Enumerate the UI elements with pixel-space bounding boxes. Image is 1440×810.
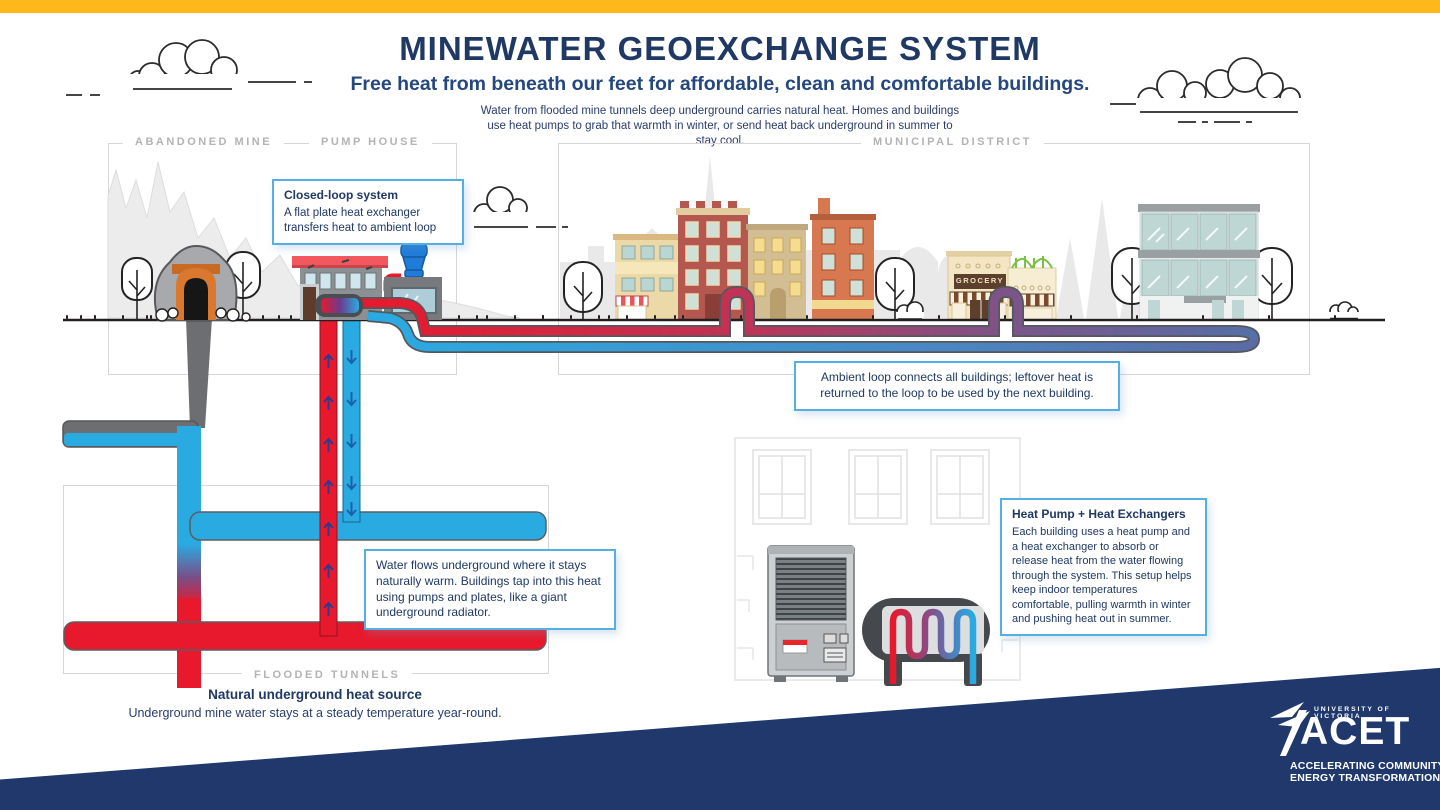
top-accent-bar [0, 0, 1440, 13]
cloud-pump-house [446, 186, 568, 228]
bush [1328, 301, 1360, 320]
heat-pump-scene [734, 437, 1021, 686]
ambient-loop [360, 285, 1260, 353]
footer-caption-title: Natural underground heat source [208, 687, 422, 702]
plate-heat-exchanger [315, 294, 363, 317]
label-pump-house: PUMP HOUSE [309, 136, 432, 148]
building-brick-red [676, 201, 750, 320]
supply-pipe [360, 287, 1259, 340]
callout-underground-water: Water flows underground where it stays n… [364, 549, 616, 631]
callout-body: A flat plate heat exchanger transfers he… [284, 207, 437, 235]
cloud-top-right [1110, 57, 1304, 123]
building-tan [746, 224, 808, 320]
door [303, 287, 316, 320]
grocery-sign-band [954, 274, 1006, 289]
greenhouse-arcs [1011, 258, 1053, 269]
logo-tagline-line1: ACCELERATING COMMUNITY [1290, 760, 1440, 772]
glass-building [1138, 204, 1260, 321]
label-municipal-district: MUNICIPAL DISTRICT [861, 136, 1044, 148]
acet-logo: UNIVERSITY OF VICTORIA ACET ACCELERATING… [1268, 698, 1440, 798]
hot-riser-pipe [319, 299, 338, 637]
label-abandoned-mine: ABANDONED MINE [123, 136, 285, 148]
building-orange [810, 198, 876, 320]
tree [563, 261, 603, 320]
callout-title: Closed-loop system [284, 188, 399, 202]
grocery-sign-text: GROCERY [955, 276, 1005, 285]
serpentine-coil [889, 608, 977, 684]
roof-garden [1015, 256, 1044, 268]
callout-body: Each building uses a heat pump and a hea… [1012, 526, 1192, 626]
blue-tunnel [189, 511, 547, 541]
callout-body: Water flows underground where it stays n… [376, 558, 601, 620]
callout-closed-loop: Closed-loop system A flat plate heat exc… [272, 179, 464, 246]
footer-caption: Natural underground heat source Undergro… [50, 687, 580, 720]
cloud-top-left [66, 39, 312, 96]
logo-tagline-line2: ENERGY TRANSFORMATION [1290, 772, 1440, 785]
callout-title: Heat Pump + Heat Exchangers [1012, 507, 1186, 521]
tree [121, 257, 153, 320]
logo-tagline: ACCELERATING COMMUNITY ENERGY TRANSFORMA… [1290, 760, 1440, 784]
header: MINEWATER GEOEXCHANGE SYSTEM Free heat f… [0, 30, 1440, 150]
well-pipes [319, 299, 361, 637]
municipal-buildings [613, 198, 1260, 321]
wall-windows [752, 449, 990, 525]
roof [292, 256, 388, 267]
callout-body: Ambient loop connects all buildings; lef… [820, 370, 1094, 400]
return-pipe [367, 311, 1259, 352]
heat-exchanger-unit [862, 598, 990, 686]
mine-entrance [153, 244, 251, 322]
page-description: Water from flooded mine tunnels deep und… [480, 105, 960, 148]
grocery-store [946, 251, 1057, 321]
wing-icon [1270, 702, 1310, 756]
trees [121, 247, 1293, 320]
building-cream [613, 234, 684, 321]
page-subtitle: Free heat from beneath our feet for affo… [350, 73, 1090, 95]
tree [875, 257, 915, 320]
callout-ambient-loop: Ambient loop connects all buildings; lef… [794, 361, 1120, 411]
callout-heat-pump: Heat Pump + Heat Exchangers Each buildin… [1000, 498, 1207, 636]
label-flooded-tunnels: FLOODED TUNNELS [242, 669, 413, 681]
footer-caption-body: Underground mine water stays at a steady… [128, 706, 502, 720]
heat-pump-unit [767, 545, 855, 682]
page-title: MINEWATER GEOEXCHANGE SYSTEM [399, 30, 1041, 67]
logo-acronym: ACET [1300, 710, 1411, 753]
logo-university: UNIVERSITY OF VICTORIA [1314, 706, 1391, 720]
